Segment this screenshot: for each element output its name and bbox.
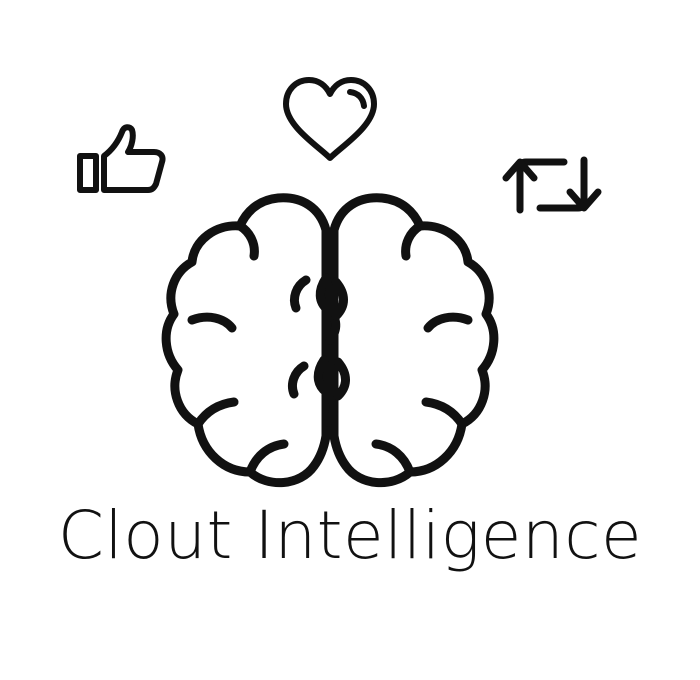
brain-icon xyxy=(160,190,500,490)
repost-icon xyxy=(500,150,604,220)
thumbs-up-icon xyxy=(76,120,168,196)
heart-icon xyxy=(278,74,382,166)
logo-title: Clout Intelligence xyxy=(57,497,643,574)
